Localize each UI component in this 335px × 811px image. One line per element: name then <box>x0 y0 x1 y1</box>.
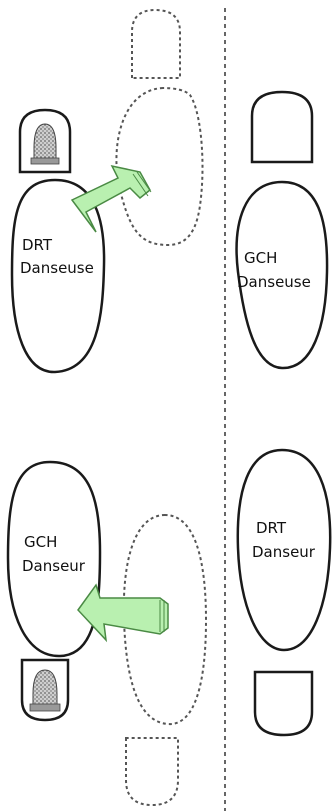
label-top-left-line2: Danseuse <box>20 259 94 277</box>
heel-bottom-right <box>255 672 312 735</box>
dotted-sole-top <box>116 88 202 245</box>
label-bottom-left-line1: GCH <box>24 533 57 551</box>
label-bottom-left-line2: Danseur <box>22 557 86 575</box>
label-top-left-line1: DRT <box>22 236 53 254</box>
label-top-right-line2: Danseuse <box>237 273 311 291</box>
label-top-right-line1: GCH <box>244 249 277 267</box>
label-bottom-right-line2: Danseur <box>252 543 316 561</box>
dotted-heel-bottom <box>126 738 178 805</box>
dotted-heel-top <box>132 10 180 78</box>
heel-top-right <box>252 92 312 162</box>
label-bottom-right-line1: DRT <box>256 519 287 537</box>
